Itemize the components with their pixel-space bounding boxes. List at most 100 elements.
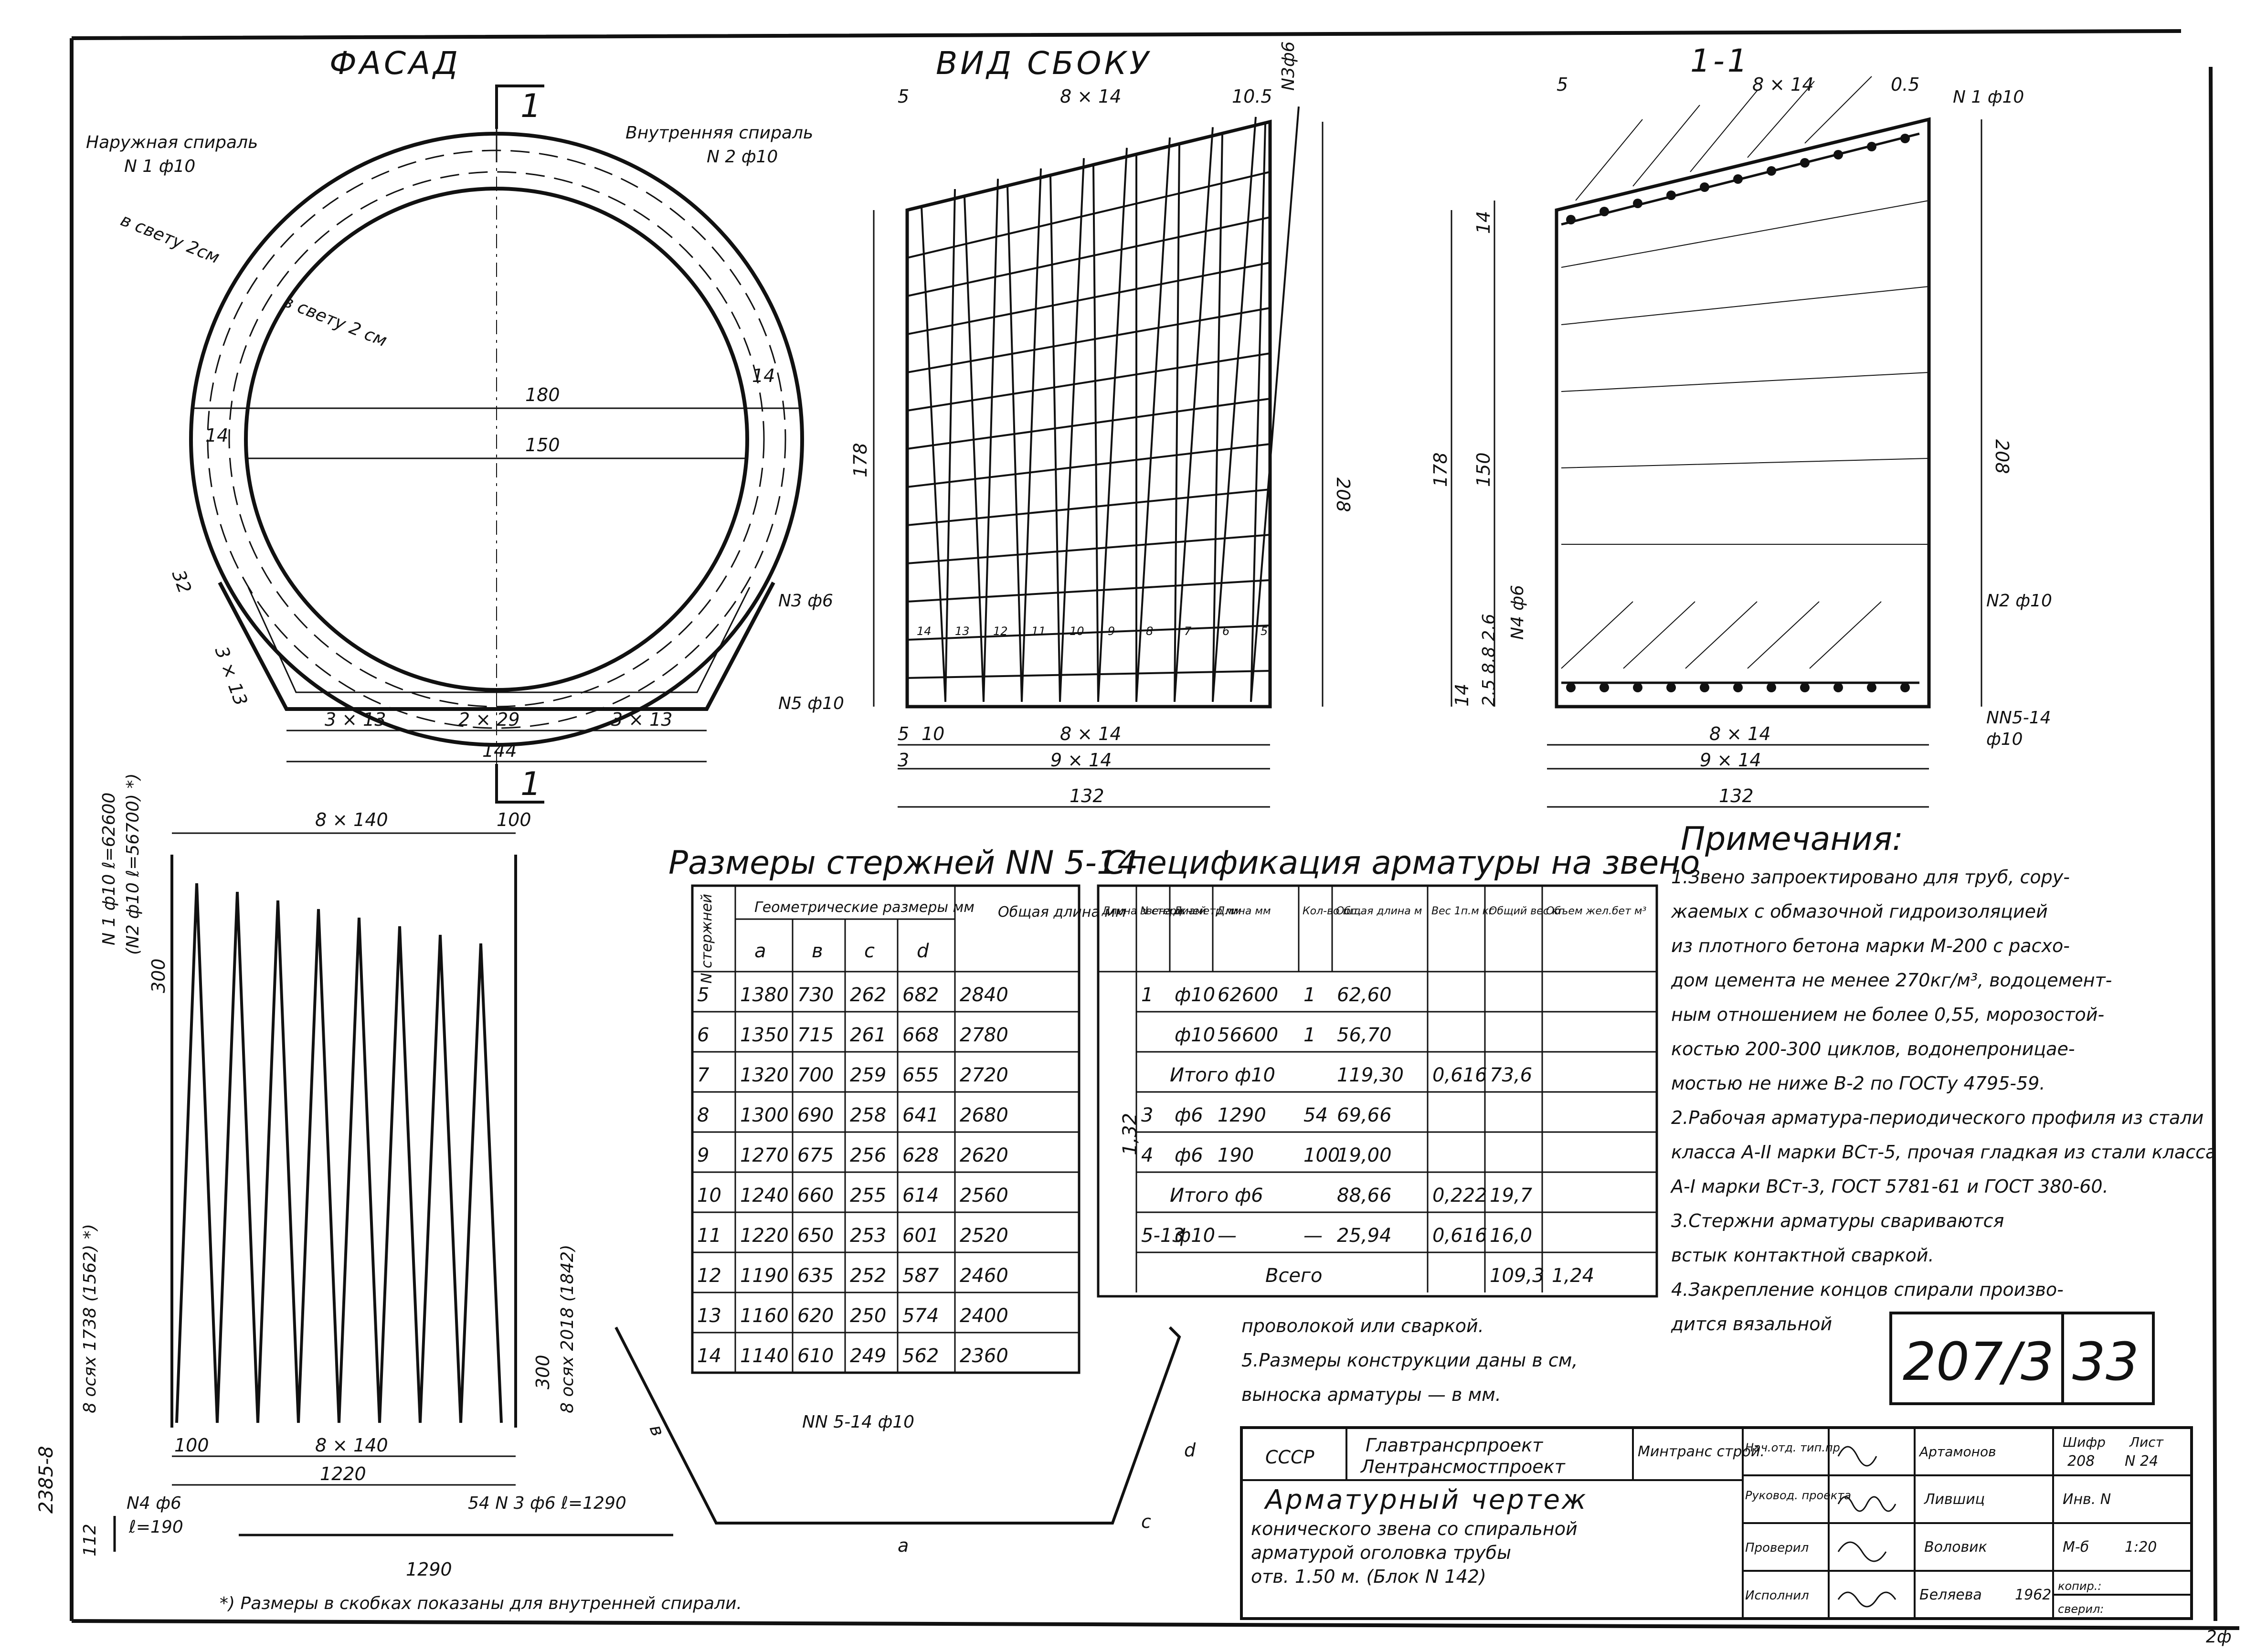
- spec-head: Длина звена м: [1102, 905, 1183, 917]
- stamp-scale: 1:20: [2125, 1539, 2157, 1556]
- spec-total-label: Всего: [1265, 1265, 1323, 1287]
- section-bars-5-14: NN5-14: [1986, 708, 2051, 728]
- stamp-r1-role: Нач.отд. тип.пр.: [1745, 1441, 1844, 1454]
- spec-subtotal: 119,30: [1337, 1064, 1404, 1086]
- bar-col-head: c: [864, 940, 875, 962]
- bar-table-cell: 2360: [960, 1345, 1008, 1367]
- bar-table-cell: 7: [697, 1064, 710, 1086]
- facade-title: ФАСАД: [329, 45, 461, 82]
- spec-weight-pm: 0,616: [1432, 1064, 1487, 1086]
- note-line: встык контактной сваркой.: [1671, 1245, 1934, 1266]
- spec-cell: 25,94: [1337, 1225, 1392, 1247]
- stamp-checked: сверил:: [2058, 1602, 2104, 1616]
- note-line: жаемых с обмазочной гидроизоляцией: [1671, 901, 2048, 922]
- bar-table-cell: 5: [697, 984, 709, 1006]
- spec-cell: 5-13: [1141, 1225, 1185, 1247]
- side-bar-mark: 11: [1031, 625, 1046, 638]
- bar-col-head: в: [812, 940, 823, 962]
- dim-inner-diameter: 150: [525, 434, 560, 455]
- bar-table-cell: 601: [902, 1225, 939, 1247]
- section-bot-8x14: 8 × 14: [1709, 723, 1771, 744]
- stamp-title-1: Арматурный чертеж: [1264, 1484, 1588, 1515]
- note-line: костью 200-300 циклов, водонепроницае-: [1671, 1038, 2075, 1059]
- bar-table-cell: 2720: [960, 1064, 1008, 1086]
- bar-table-cell: 10: [697, 1185, 721, 1207]
- spec-cell: 1: [1141, 984, 1153, 1006]
- side-bot-3: 3: [898, 750, 909, 771]
- inner-spiral-mark: N 2 ф10: [707, 147, 778, 167]
- side-bar-mark: 5: [1261, 625, 1268, 638]
- bar-table-cell: 259: [850, 1064, 886, 1086]
- sheet-frame: [70, 29, 2240, 1630]
- note-line: 2.Рабочая арматура-периодического профил…: [1671, 1107, 2203, 1128]
- spec-subtotal: 88,66: [1337, 1185, 1392, 1207]
- footnote: *) Размеры в скобках показаны для внутре…: [220, 1594, 742, 1613]
- section-top-5: 5: [1557, 74, 1568, 95]
- section-top-05: 0.5: [1891, 74, 1919, 95]
- base-left-dim: 3 × 13: [325, 709, 386, 730]
- side-top-right: 10.5: [1232, 86, 1272, 107]
- stamp-code: 208: [2067, 1453, 2095, 1470]
- note-line: из плотного бетона марки М-200 с расхо-: [1671, 935, 2070, 956]
- stamp-ministry: Минтранс строй.: [1638, 1443, 1765, 1460]
- bar-table-cell: 628: [902, 1144, 939, 1166]
- note-line: 5.Размеры конструкции даны в см,: [1241, 1350, 1578, 1371]
- section-top-dim: 8 × 14: [1752, 74, 1814, 95]
- section-dim-178: 178: [1430, 452, 1451, 487]
- bar-table-cell: 1220: [740, 1225, 789, 1247]
- note-line: дится вязальной: [1671, 1313, 1832, 1334]
- note-line: 1.Звено запроектировано для труб, сору-: [1671, 867, 2070, 888]
- spec-cell: —: [1218, 1225, 1237, 1247]
- bar-table-cell: 1270: [740, 1144, 789, 1166]
- stamp-year: 1962: [2015, 1587, 2051, 1603]
- series-number: 207/3: [1903, 1331, 2054, 1392]
- bar-table-cell: 14: [697, 1345, 721, 1367]
- note-line: выноска арматуры — в мм.: [1241, 1384, 1501, 1405]
- spiral-zigzag: [175, 883, 503, 1423]
- bar-table-title: Размеры стержней NN 5-14: [668, 844, 1138, 882]
- bar-5-mark: N5 ф10: [778, 694, 844, 713]
- spec-cell: ф6: [1175, 1144, 1203, 1166]
- dim-a: a: [898, 1535, 909, 1556]
- section-outline: [1555, 117, 1931, 709]
- title-stamp: СССР Главтрансрпроект Лентрансмостпроект…: [1240, 1426, 2193, 1620]
- section-bars-5-14-d: ф10: [1986, 730, 2023, 749]
- bar-table-cell: 261: [850, 1024, 886, 1046]
- section-bar-2: N2 ф10: [1986, 591, 2052, 611]
- bar4-mark: N4 ф6: [127, 1493, 181, 1513]
- bar-table-cell: 1140: [740, 1345, 789, 1367]
- bar-col-head: a: [754, 940, 766, 962]
- spec-cell: 19,00: [1337, 1144, 1392, 1166]
- bar-table-cell: 660: [797, 1185, 834, 1207]
- stamp-signatures: [1837, 1446, 1896, 1608]
- side-top-dim: 8 × 14: [1060, 86, 1122, 107]
- bar-table-cell: 2840: [960, 984, 1008, 1006]
- bar-table-cell: 9: [697, 1144, 709, 1166]
- section-mark-top: 1: [520, 87, 541, 125]
- spec-cell: 54: [1303, 1104, 1328, 1126]
- spec-cell: ф6: [1175, 1104, 1203, 1126]
- bar-table-cell: 668: [902, 1024, 939, 1046]
- bar-table-cell: 635: [797, 1265, 834, 1287]
- note-line: мостью не ниже В-2 по ГОСТу 4795-59.: [1671, 1073, 2045, 1094]
- side-bar-mark: 12: [993, 625, 1008, 638]
- section-hatch: [1561, 76, 1929, 669]
- margin-code: 2385-8: [35, 1446, 57, 1514]
- side-top-left: 5: [898, 86, 909, 107]
- bar-table-cell: 12: [697, 1265, 721, 1287]
- spec-cell: 3: [1141, 1104, 1153, 1126]
- section-dim-small: 2.5 8.8 2.6: [1479, 614, 1499, 707]
- outer-spiral-label: Наружная спираль: [86, 133, 258, 152]
- side-bar-mark: 6: [1222, 625, 1229, 638]
- stamp-copy: копир.:: [2058, 1579, 2101, 1593]
- section-title: 1-1: [1690, 42, 1750, 79]
- spec-head: Кол-во шт.: [1303, 905, 1362, 917]
- ring-thickness-right: 14: [752, 365, 775, 386]
- bar-head-geom: Геометрические размеры мм: [754, 899, 975, 916]
- section-bot-9x14: 9 × 14: [1700, 750, 1761, 771]
- base-mid-dim: 2 × 29: [458, 709, 520, 730]
- side-view-outline: [905, 119, 1272, 709]
- dev-bot-100: 100: [174, 1435, 209, 1456]
- spec-total-weight: 109,3: [1490, 1265, 1545, 1287]
